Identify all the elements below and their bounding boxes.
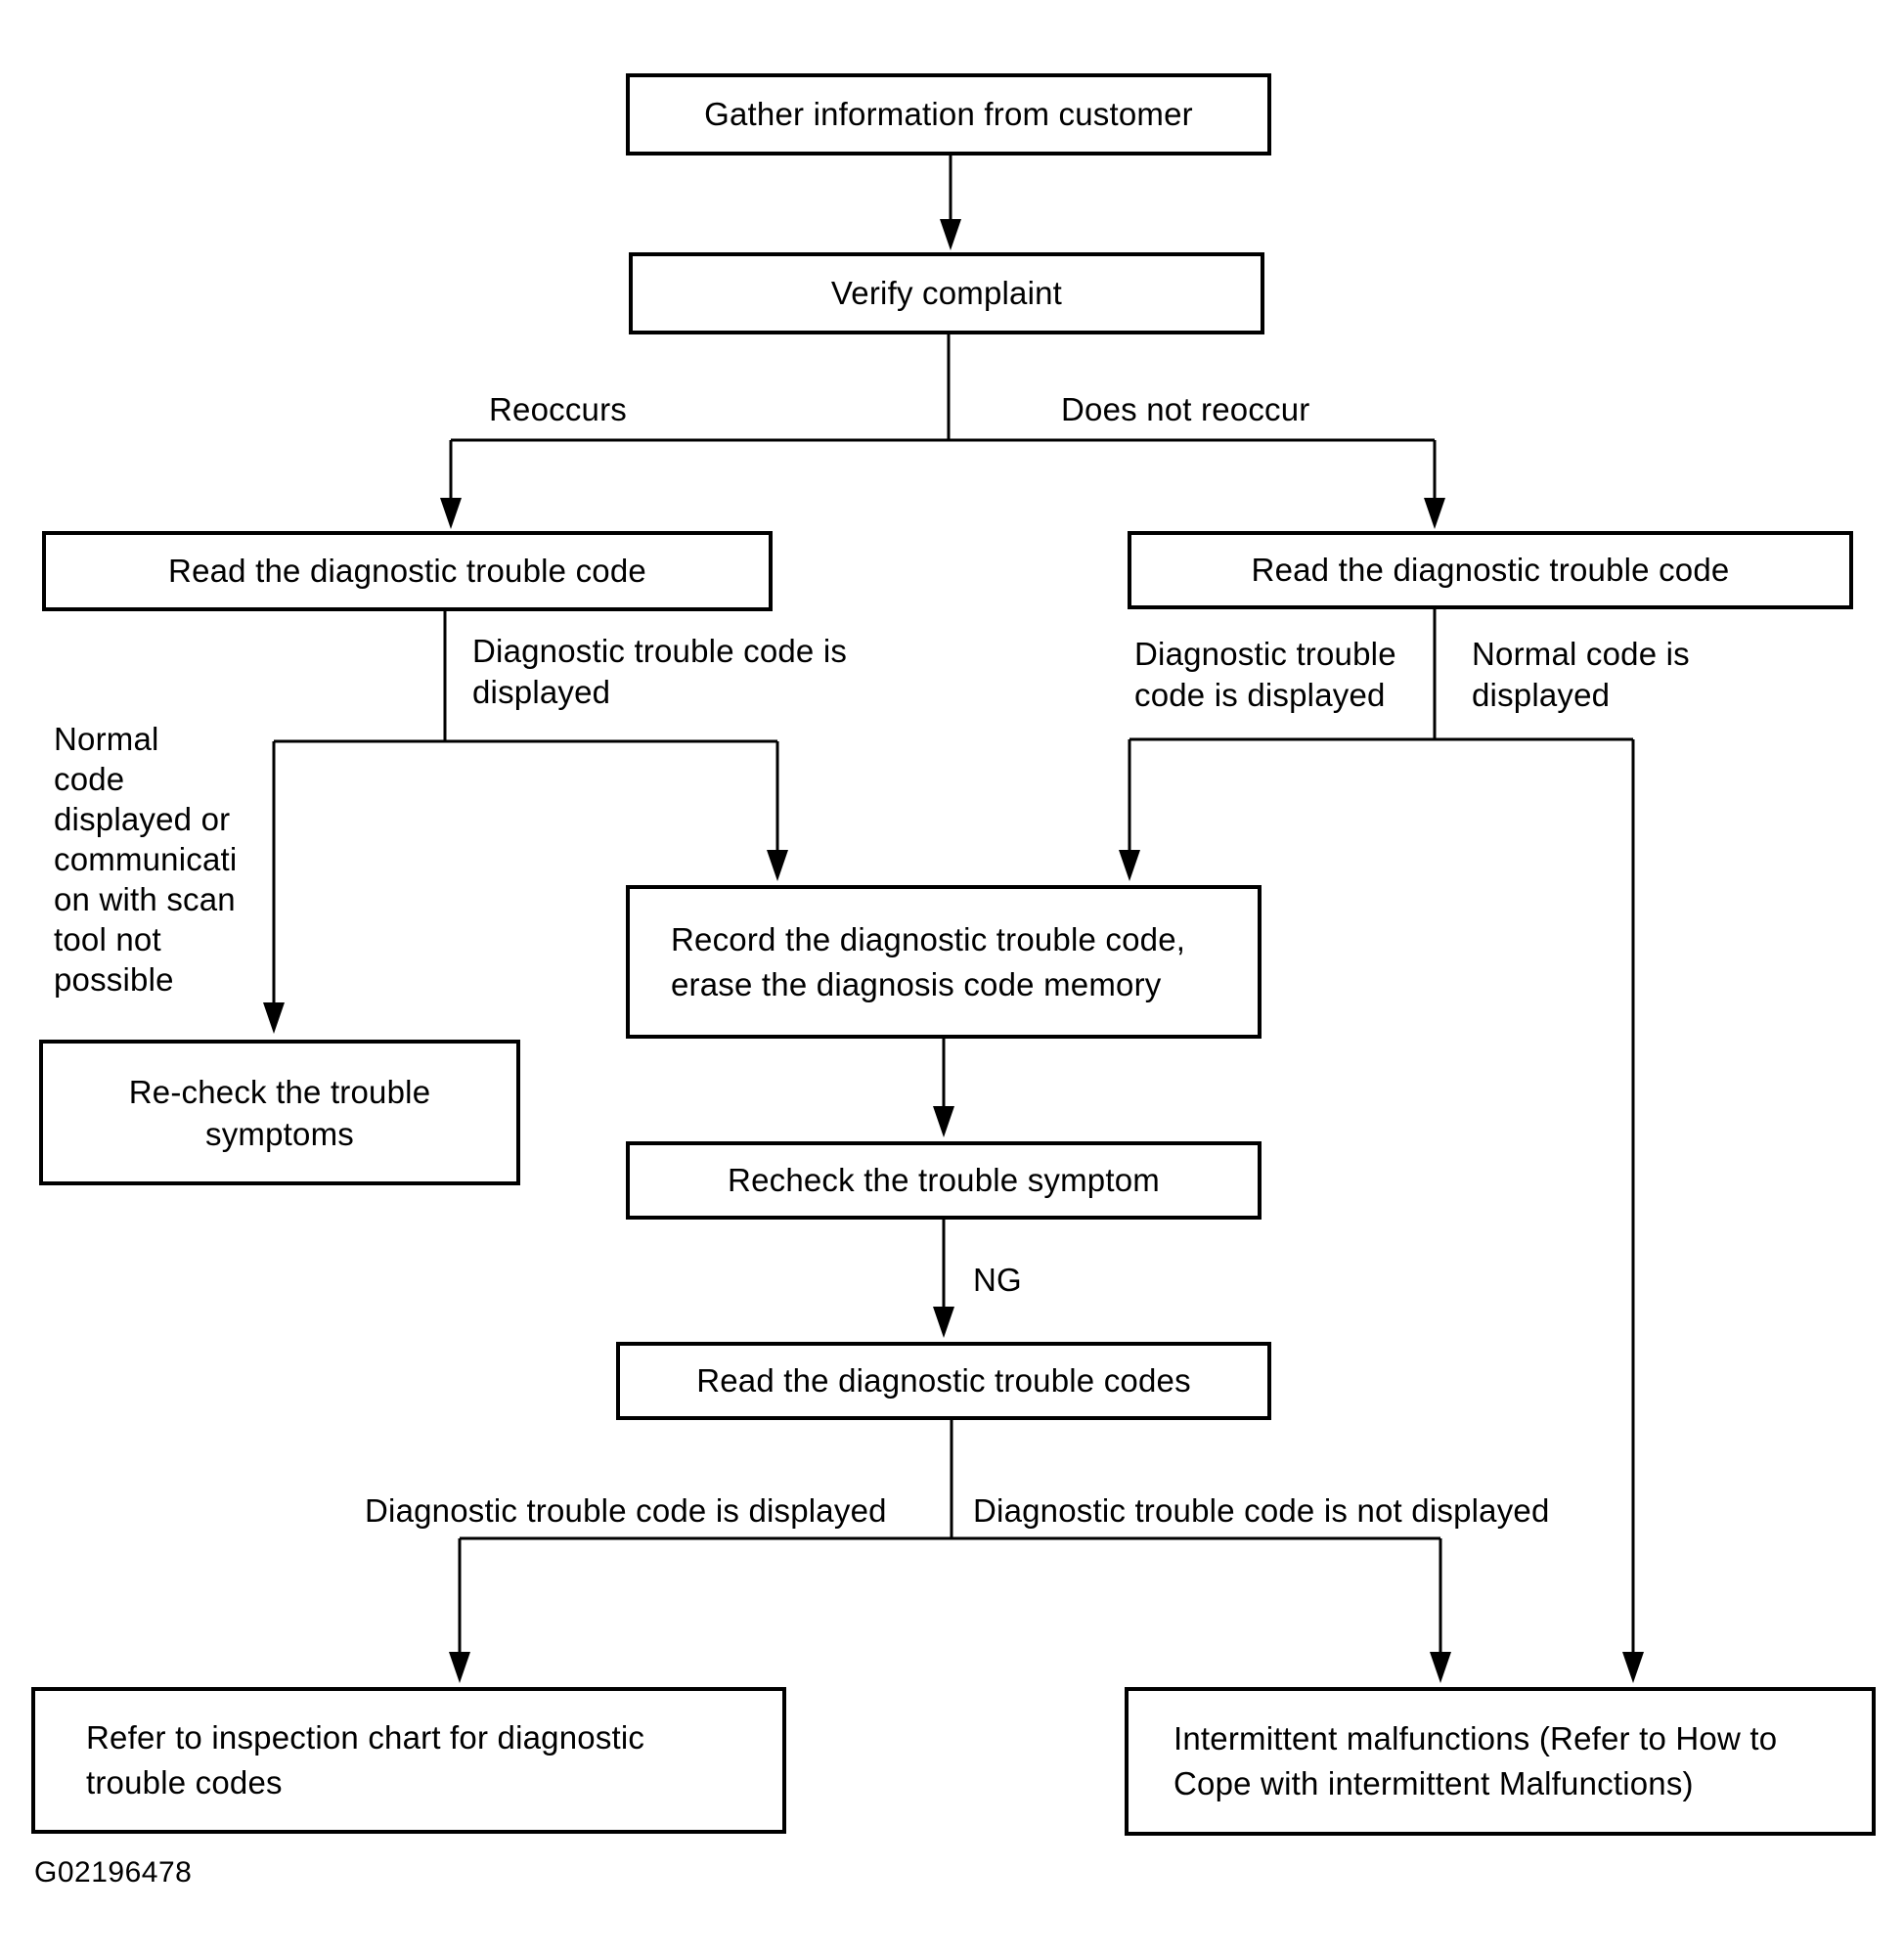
edge-label-dtc-not-displayed-bottom: Diagnostic trouble code is not displayed [973,1492,1550,1529]
node-verify-complaint: Verify complaint [629,252,1264,334]
edge-label-line: displayed [472,674,611,710]
edge-label-line: displayed or [54,801,231,837]
node-label-line: symptoms [205,1115,354,1152]
node-record-erase-dtc: Record the diagnostic trouble code, eras… [626,885,1262,1039]
node-label-line: Intermittent malfunctions (Refer to How … [1173,1720,1778,1756]
edge-label-normal-code-or-no-communication: Normal code displayed or communicati on … [54,719,237,1000]
edge-label-line: displayed [1472,677,1611,713]
node-label-line: Refer to inspection chart for diagnostic [86,1719,645,1756]
node-label: Read the diagnostic trouble code [1251,552,1730,588]
connector-verify-split [449,334,1437,500]
node-label-line: erase the diagnosis code memory [671,965,1162,1002]
edge-label-line: Normal code is [1472,636,1690,672]
edge-label-dtc-displayed-bottom: Diagnostic trouble code is displayed [365,1492,887,1529]
edge-label-line: possible [54,961,174,998]
node-label-line: Record the diagnostic trouble code, [671,920,1186,957]
node-label-line: trouble codes [86,1764,283,1800]
edge-label-line: on with scan [54,881,236,917]
node-recheck-trouble-symptoms: Re-check the trouble symptoms [39,1040,520,1185]
connector-readright-split [1128,609,1635,1654]
node-label: Read the diagnostic trouble code [168,553,646,589]
node-label: Read the diagnostic trouble codes [696,1362,1191,1399]
connector-readcodes-split [458,1420,1442,1654]
node-intermittent-malfunctions: Intermittent malfunctions (Refer to How … [1125,1687,1876,1836]
edge-label-dtc-displayed-left: Diagnostic trouble code is displayed [472,631,847,713]
node-read-dtc-codes: Read the diagnostic trouble codes [616,1342,1271,1420]
edge-label-line: Diagnostic trouble [1134,636,1396,672]
edge-label-ng: NG [973,1262,1022,1298]
edge-label-reoccurs: Reoccurs [489,391,627,427]
edge-label-line: Diagnostic trouble code is [472,633,848,669]
node-label: Recheck the trouble symptom [728,1162,1160,1198]
edge-label-line: code [54,761,125,797]
edge-label-line: Normal [54,721,159,757]
edge-label-dtc-displayed-right: Diagnostic trouble code is displayed [1134,634,1396,716]
node-label-line: Cope with intermittent Malfunctions) [1173,1765,1694,1801]
node-refer-inspection-chart: Refer to inspection chart for diagnostic… [31,1687,786,1834]
edge-label-line: tool not [54,921,161,957]
arrowheads [263,219,1644,1683]
node-label-line: Re-check the trouble [128,1073,431,1110]
edge-label-does-not-reoccur: Does not reoccur [1061,391,1310,427]
node-label: Gather information from customer [704,96,1193,132]
edge-label-normal-code-displayed: Normal code is displayed [1472,634,1690,716]
connector-readleft-split [272,611,779,1004]
edge-label-line: communicati [54,841,238,877]
node-label: Verify complaint [830,275,1063,311]
edge-label-line: code is displayed [1134,677,1386,713]
figure-id: G02196478 [34,1856,193,1889]
node-read-dtc-left: Read the diagnostic trouble code [42,531,773,611]
node-gather-information: Gather information from customer [626,73,1271,156]
node-recheck-trouble-symptom: Recheck the trouble symptom [626,1141,1262,1220]
node-read-dtc-right: Read the diagnostic trouble code [1128,531,1853,609]
